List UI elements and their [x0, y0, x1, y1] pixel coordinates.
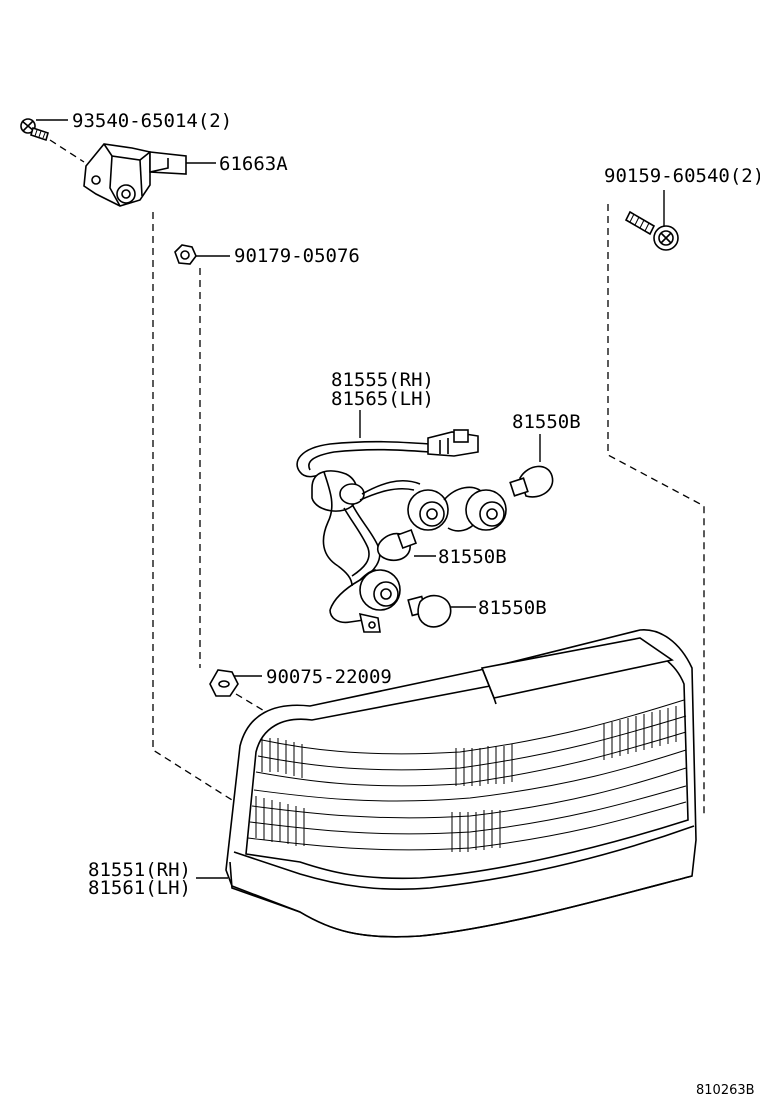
label-81565-lh: 81565(LH)	[331, 388, 434, 410]
label-93540-65014: 93540-65014(2)	[72, 110, 232, 132]
screw-93540-icon	[20, 118, 49, 142]
bulb-81550b-a-icon	[509, 465, 554, 498]
label-81551-rh: 81551(RH)	[88, 859, 191, 881]
label-81550b-b: 81550B	[438, 546, 507, 568]
screw-90159-icon	[624, 210, 679, 251]
label-90075-22009: 90075-22009	[266, 666, 392, 688]
drawing-code: 810263B	[696, 1083, 755, 1098]
bulb-81550b-b-icon	[376, 529, 417, 562]
label-81561-lh: 81561(LH)	[88, 877, 191, 899]
label-81550b-c: 81550B	[478, 597, 547, 619]
label-81550b-a: 81550B	[512, 411, 581, 433]
label-90159-60540: 90159-60540(2)	[604, 165, 760, 187]
bulb-81550b-c-icon	[407, 594, 452, 628]
label-61663a: 61663A	[219, 153, 288, 175]
label-81555-rh: 81555(RH)	[331, 369, 434, 391]
rear-lamp-icon	[225, 629, 697, 938]
nut-90179-icon	[174, 244, 197, 265]
dashed-screw-right	[607, 204, 705, 815]
dashed-nut-lower	[235, 693, 267, 713]
dashed-93540	[49, 139, 85, 163]
label-90179-05076: 90179-05076	[234, 245, 360, 267]
bracket-61663a-icon	[83, 143, 187, 207]
nut-90075-icon	[209, 669, 239, 697]
wire-harness-icon	[296, 429, 507, 633]
dashed-bracket-lamp	[152, 212, 233, 801]
